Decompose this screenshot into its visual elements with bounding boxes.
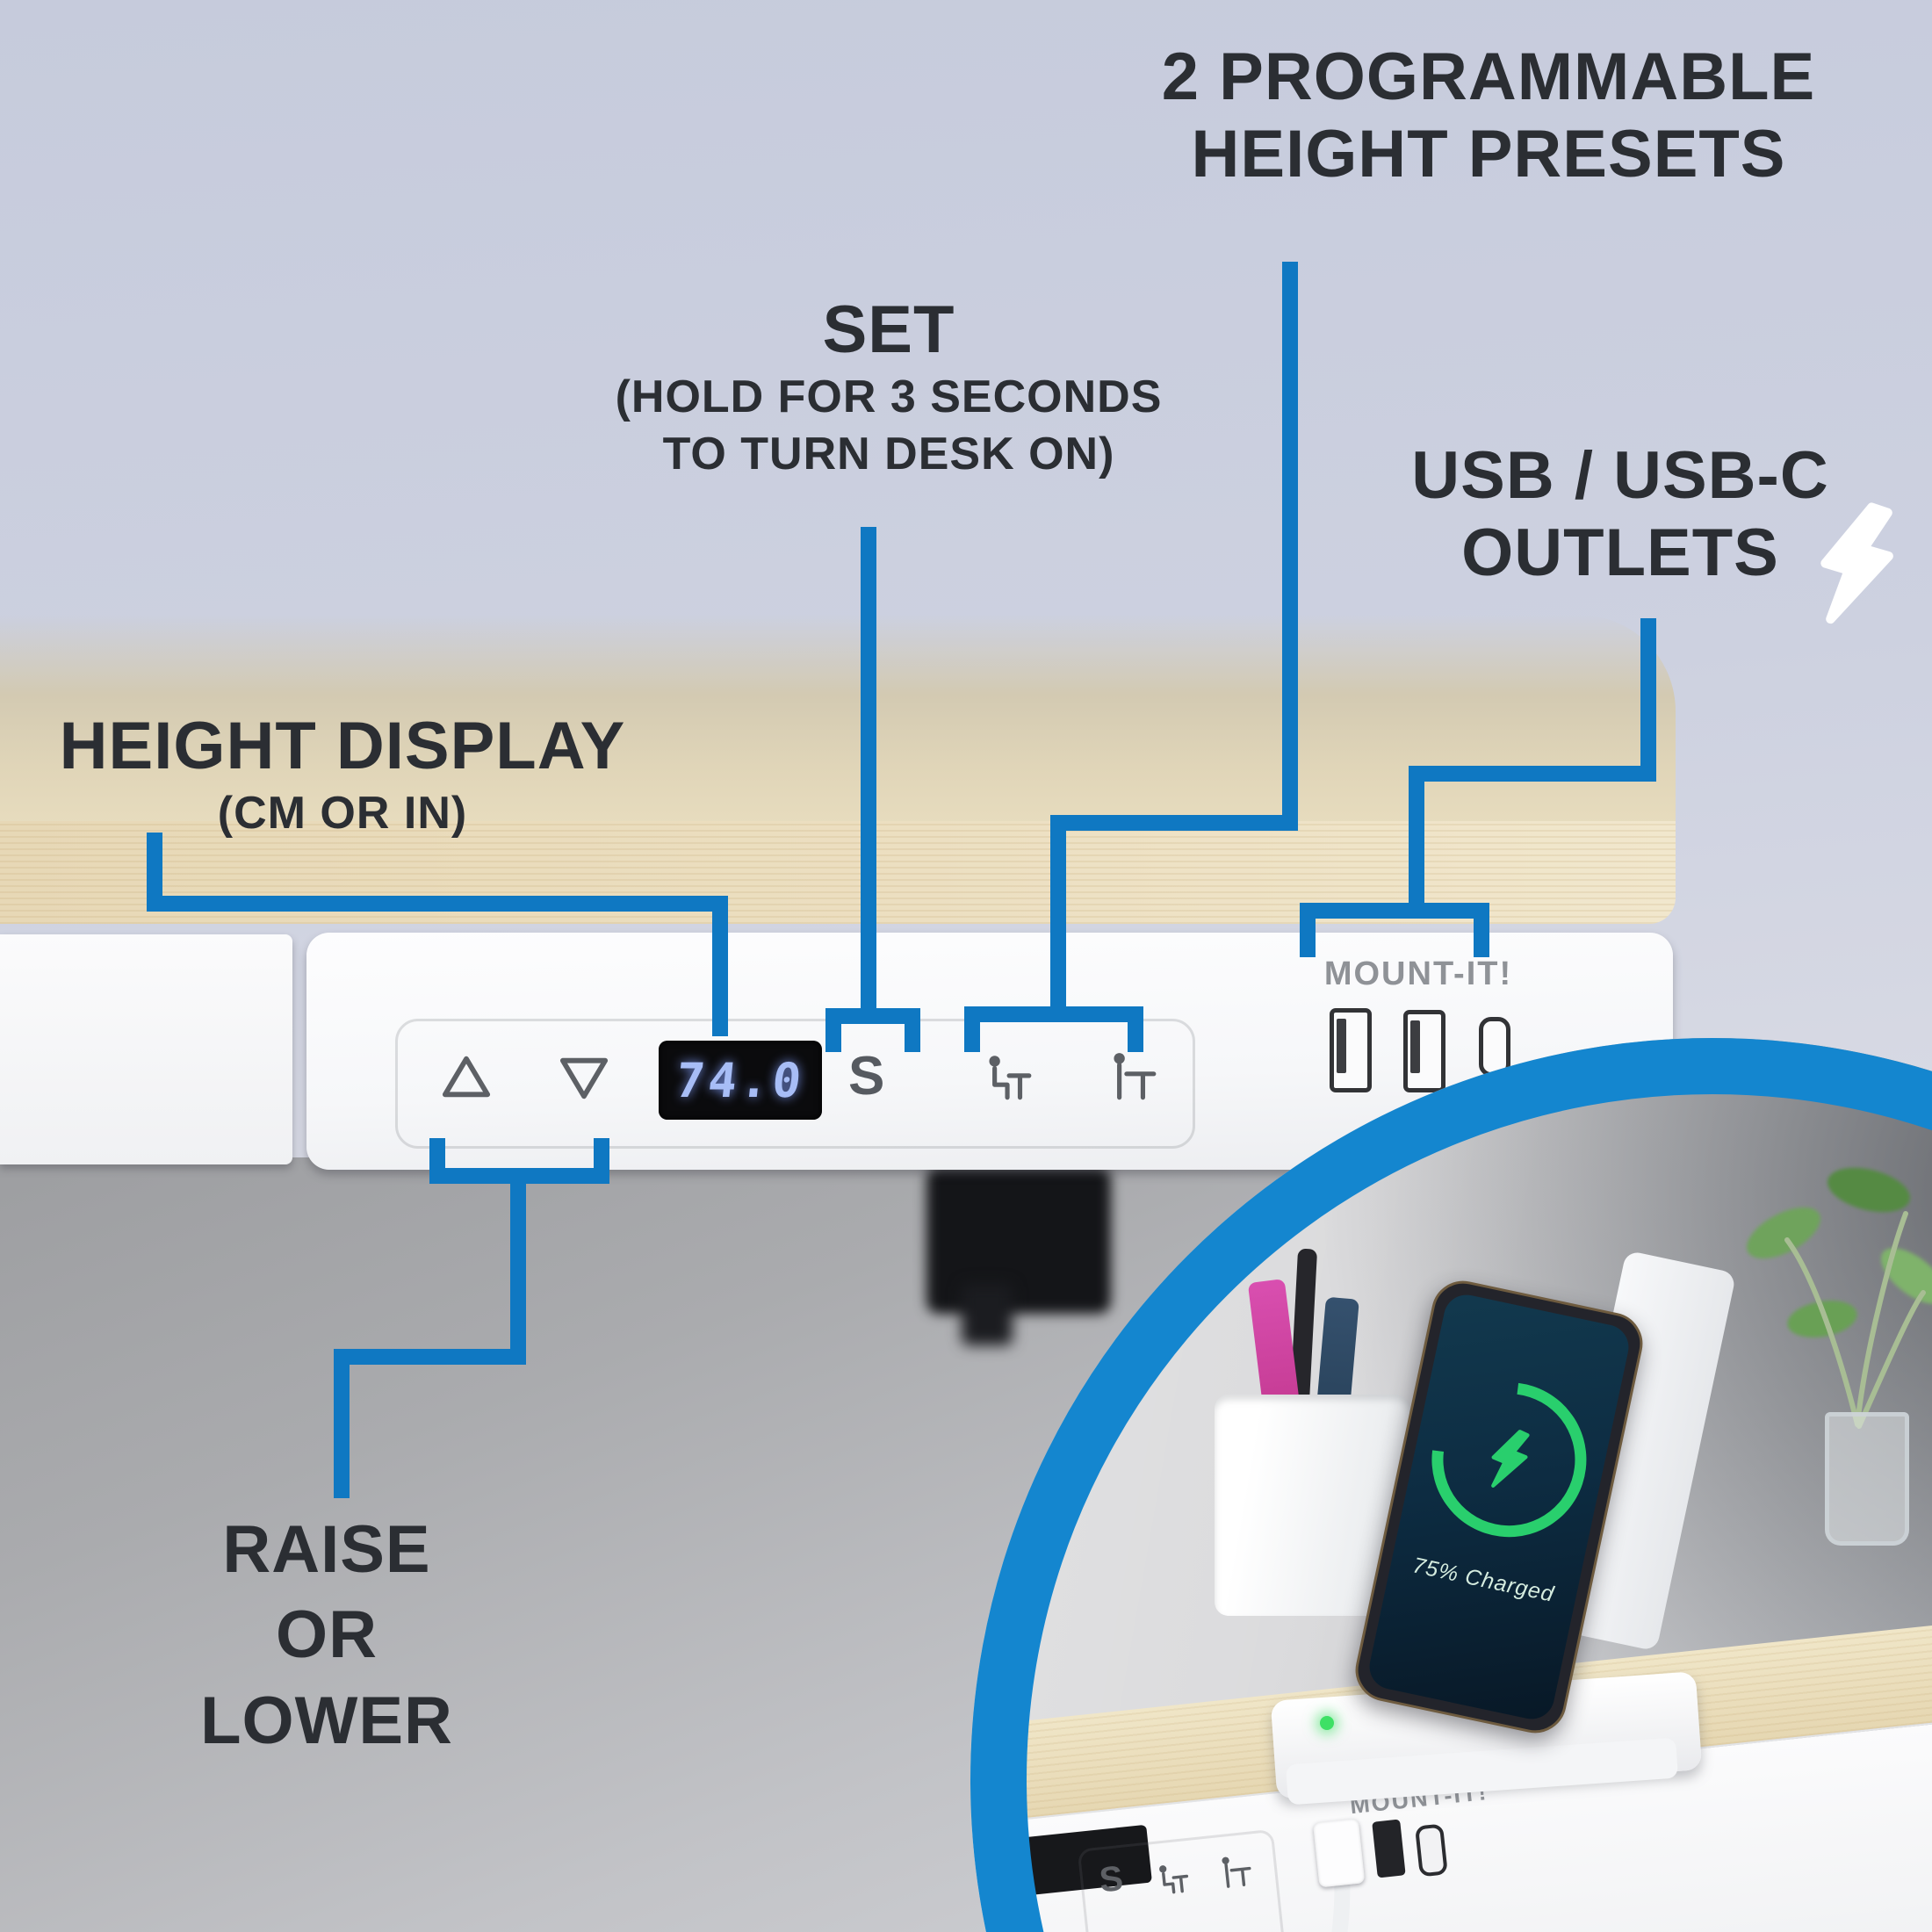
triangle-up-icon (442, 1056, 491, 1098)
sit-preset-icon (1159, 1865, 1189, 1894)
callout-line (147, 896, 728, 912)
callout-line (1050, 831, 1066, 1010)
inset-usb-c-port[interactable] (1414, 1823, 1448, 1878)
glass-vase (1825, 1412, 1909, 1546)
lower-button[interactable] (559, 1056, 609, 1106)
inset-stand-preset-button[interactable] (1213, 1852, 1256, 1899)
callout-line (825, 1024, 841, 1052)
callout-line (1300, 903, 1489, 919)
height-display: 74.0 (659, 1041, 822, 1120)
callout-line (825, 1008, 920, 1024)
charging-bolt-icon (1491, 1430, 1530, 1488)
callout-line (1409, 782, 1424, 912)
callout-line (905, 1024, 920, 1052)
raise-lower-label: RAISE OR LOWER (107, 1507, 546, 1763)
desk-top (0, 615, 1676, 924)
raise-label-line2: OR (276, 1597, 378, 1673)
inset-usb-plug[interactable] (1312, 1818, 1366, 1888)
charging-ring-icon (1400, 1351, 1618, 1568)
desk-drawer-front[interactable] (0, 934, 292, 1164)
brand-logo: MOUNT-IT! (1323, 955, 1513, 992)
callout-line (334, 1365, 350, 1498)
inset-photo-circle: S MOUNT-IT! (970, 1038, 1932, 1932)
height-label-line2: (CM OR IN) (217, 788, 468, 840)
raise-label-line3: LOWER (200, 1683, 453, 1758)
callout-line (510, 1184, 526, 1365)
charger-status-led (1320, 1716, 1334, 1730)
callout-line (1474, 919, 1489, 957)
height-label-line1: HEIGHT DISPLAY (59, 709, 626, 783)
set-label-sub2: TO TURN DESK ON) (662, 429, 1115, 480)
inset-charging-cable (1210, 1875, 1351, 1932)
triangle-down-icon (559, 1057, 609, 1099)
presets-label-line2: HEIGHT PRESETS (1191, 117, 1786, 192)
height-display-label: HEIGHT DISPLAY (CM OR IN) (35, 708, 650, 842)
stand-preset-icon (1222, 1856, 1251, 1888)
lightning-icon (1811, 501, 1902, 633)
inset-sit-preset-button[interactable] (1150, 1859, 1193, 1906)
raise-button[interactable] (441, 1054, 492, 1104)
callout-line (1640, 618, 1656, 782)
callout-line (147, 833, 162, 908)
usb-label-line2: OUTLETS (1461, 515, 1779, 591)
callout-line (334, 1349, 526, 1365)
inset-desk-group: S MOUNT-IT! (970, 1038, 1932, 1932)
callout-line (1300, 919, 1316, 957)
callout-line (1282, 262, 1298, 831)
raise-label-line1: RAISE (222, 1512, 431, 1587)
set-label-sub1: (HOLD FOR 3 SECONDS (615, 371, 1163, 423)
set-button[interactable]: S (848, 1046, 885, 1107)
desk-top-surface (0, 615, 1676, 825)
callout-line (429, 1168, 609, 1184)
usb-label: USB / USB-C OUTLETS (1317, 437, 1923, 592)
presets-label: 2 PROGRAMMABLE HEIGHT PRESETS (1115, 39, 1862, 193)
presets-label-line1: 2 PROGRAMMABLE (1161, 40, 1816, 114)
callout-line (964, 1006, 1143, 1022)
set-label-title: SET (822, 292, 955, 367)
smartphone: 75% Charged (1349, 1274, 1649, 1740)
inset-usb-a-port[interactable] (1372, 1819, 1406, 1878)
phone-screen: 75% Charged (1365, 1290, 1633, 1724)
charging-status-text: 75% Charged (1410, 1553, 1557, 1607)
callout-line (861, 527, 876, 1015)
plant-stems (1784, 1211, 1926, 1429)
set-label: SET (HOLD FOR 3 SECONDS TO TURN DESK ON) (537, 292, 1240, 483)
height-display-value: 74.0 (673, 1052, 808, 1108)
callout-line (1050, 815, 1298, 831)
callout-line (712, 896, 728, 1036)
usb-label-line1: USB / USB-C (1411, 438, 1829, 513)
callout-line (1409, 766, 1656, 782)
